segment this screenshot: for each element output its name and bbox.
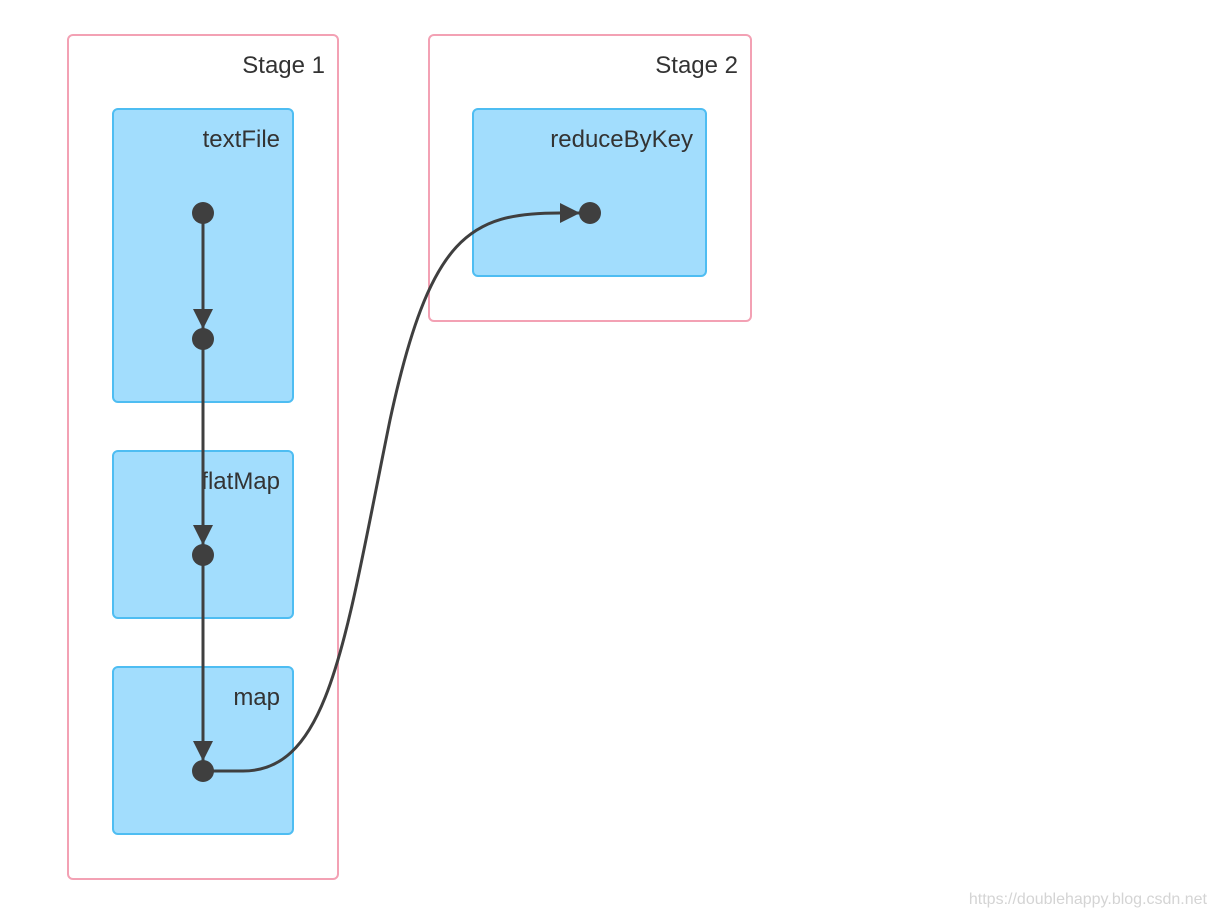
node-flatmap[interactable] <box>192 544 214 566</box>
operation-reducebykey-label: reduceByKey <box>550 126 693 153</box>
stage-2-title: Stage 2 <box>655 52 738 79</box>
operation-flatmap-label: flatMap <box>201 468 280 495</box>
node-textfile-2[interactable] <box>192 328 214 350</box>
node-textfile-1[interactable] <box>192 202 214 224</box>
node-map[interactable] <box>192 760 214 782</box>
node-reducebykey[interactable] <box>579 202 601 224</box>
operation-reducebykey[interactable]: reduceByKey <box>472 108 707 277</box>
operation-map-label: map <box>233 684 280 711</box>
stage-1-title: Stage 1 <box>242 52 325 79</box>
watermark-text: https://doublehappy.blog.csdn.net <box>968 891 1207 908</box>
operation-textfile-label: textFile <box>202 126 280 153</box>
edge-map-to-reducebykey <box>203 203 580 773</box>
